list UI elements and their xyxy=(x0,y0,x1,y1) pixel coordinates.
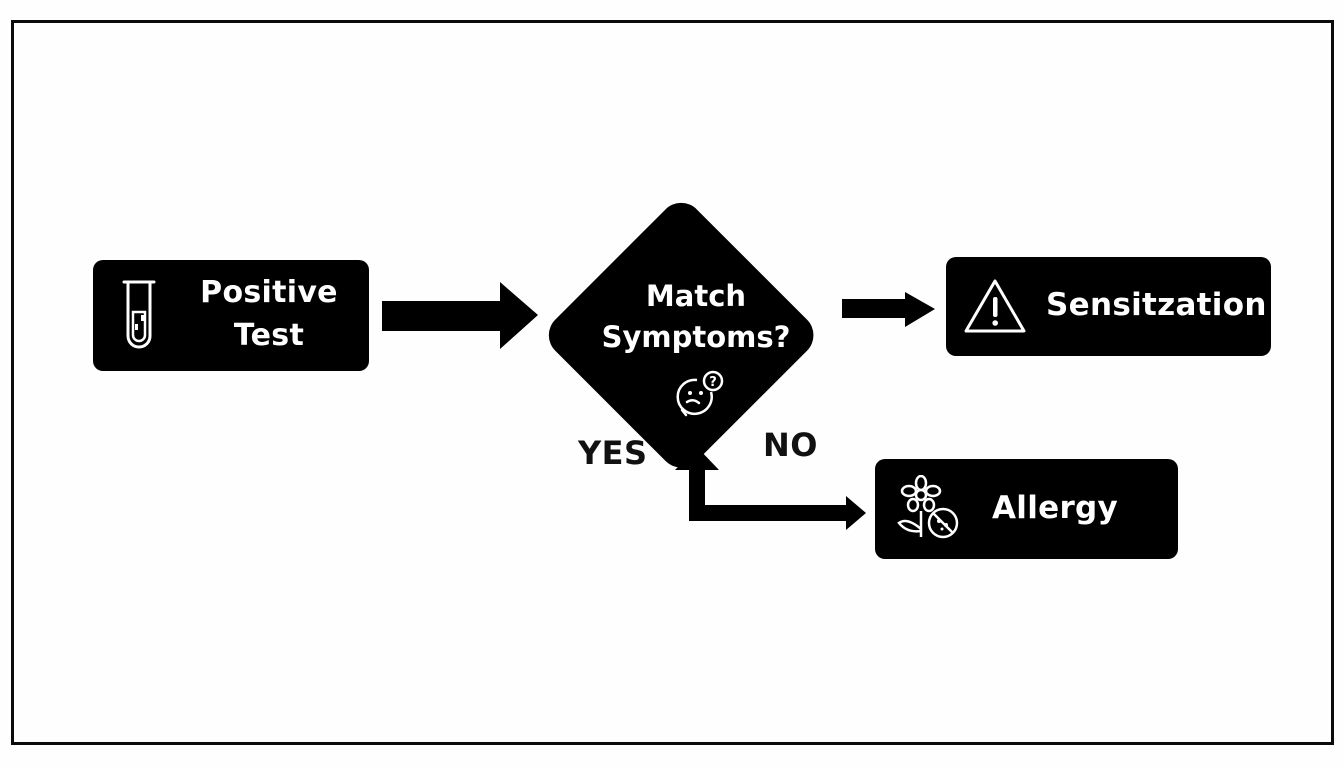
positive-test-label: Positive Test xyxy=(189,272,349,357)
decision-line1: Match xyxy=(645,279,747,313)
flower-allergy-icon xyxy=(895,474,961,547)
branch-label-yes: YES xyxy=(578,434,648,472)
decision-label: Match Symptoms? xyxy=(580,276,812,358)
test-tube-icon xyxy=(121,278,157,358)
branch-label-no: NO xyxy=(763,426,818,464)
decision-line2: Symptoms? xyxy=(601,320,791,355)
sensitization-label: Sensitzation xyxy=(1046,287,1267,323)
decision-diamond xyxy=(548,202,814,468)
node-sensitization: Sensitzation xyxy=(946,257,1271,356)
warning-triangle-icon xyxy=(962,277,1028,339)
arrow-to-allergy xyxy=(689,496,866,530)
svg-text:?: ? xyxy=(709,375,717,390)
arrow-decision-to-sensitization xyxy=(842,292,935,327)
node-allergy: Allergy xyxy=(875,459,1178,559)
arrow-up-yes xyxy=(675,447,719,520)
confused-face-icon: ? xyxy=(673,370,725,422)
positive-test-line2: Test xyxy=(233,317,305,353)
positive-test-line1: Positive xyxy=(200,275,338,310)
allergy-label: Allergy xyxy=(992,490,1119,526)
node-positive-test: Positive Test xyxy=(93,260,369,371)
arrow-positive-to-decision xyxy=(382,282,538,349)
